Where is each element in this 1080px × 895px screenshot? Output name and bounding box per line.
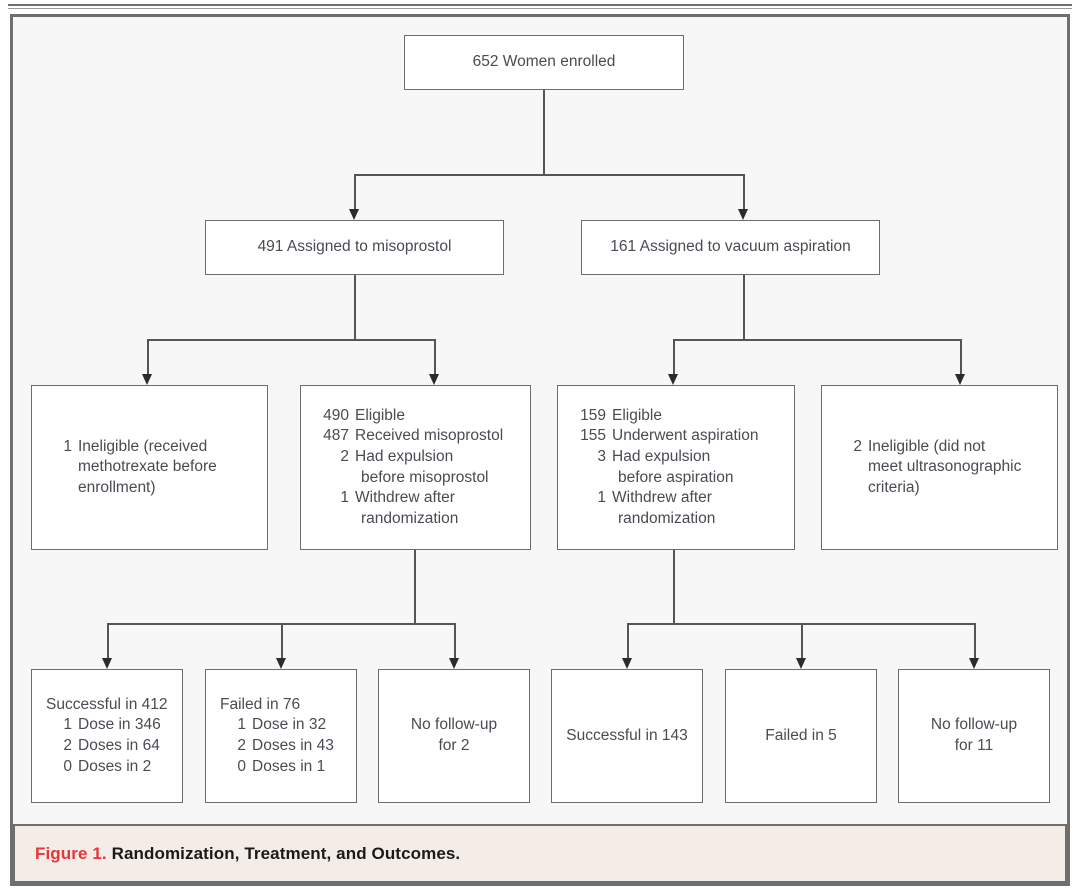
edge-level1-bus bbox=[354, 174, 744, 176]
asp-ineligible-line2: meet ultrasonographic bbox=[868, 458, 1022, 476]
node-enrolled: 652 Women enrolled bbox=[404, 35, 684, 90]
edge-to-asp-success bbox=[627, 623, 629, 660]
arrowhead-to-asp-nofollowup bbox=[969, 658, 979, 669]
node-arm-misoprostol: 491 Assigned to misoprostol bbox=[205, 220, 504, 275]
node-asp-success: Successful in 143 bbox=[551, 669, 703, 803]
figure-caption-bar: Figure 1. Randomization, Treatment, and … bbox=[13, 824, 1067, 883]
arrowhead-to-misoprostol bbox=[349, 209, 359, 220]
flowchart-canvas: 652 Women enrolled 491 Assigned to misop… bbox=[13, 17, 1067, 822]
miso-nofollowup-line1: No follow-up bbox=[410, 716, 498, 734]
figure-caption-text: Figure 1. Randomization, Treatment, and … bbox=[15, 844, 460, 864]
edge-to-misoprostol bbox=[354, 174, 356, 211]
edge-to-asp-failed bbox=[801, 623, 803, 660]
edge-to-miso-eligible bbox=[434, 339, 436, 376]
edge-misoprostol-stem bbox=[354, 275, 356, 340]
miso-eligible-row4-cont: randomization bbox=[361, 509, 459, 527]
node-asp-failed: Failed in 5 bbox=[725, 669, 877, 803]
figure-caption-title: Randomization, Treatment, and Outcomes. bbox=[111, 843, 461, 863]
asp-success-label: Successful in 143 bbox=[566, 726, 688, 744]
edge-to-miso-failed bbox=[281, 623, 283, 660]
node-enrolled-label: 652 Women enrolled bbox=[472, 53, 616, 71]
arrowhead-to-miso-ineligible bbox=[142, 374, 152, 385]
edge-to-miso-ineligible bbox=[147, 339, 149, 376]
edge-to-miso-success bbox=[107, 623, 109, 660]
arrowhead-to-aspiration bbox=[738, 209, 748, 220]
edge-miso-eligible-stem bbox=[414, 550, 416, 624]
asp-eligible-row3-cont: before aspiration bbox=[618, 468, 734, 486]
edge-asp-eligible-stem bbox=[673, 550, 675, 624]
arrowhead-to-miso-eligible bbox=[429, 374, 439, 385]
arrowhead-to-asp-ineligible bbox=[955, 374, 965, 385]
miso-failed-head: Failed in 76 bbox=[220, 695, 301, 713]
asp-failed-label: Failed in 5 bbox=[765, 726, 837, 744]
node-arm-aspiration: 161 Assigned to vacuum aspiration bbox=[581, 220, 880, 275]
arrowhead-to-miso-success bbox=[102, 658, 112, 669]
asp-ineligible-line3: criteria) bbox=[868, 478, 920, 496]
node-arm-aspiration-label: 161 Assigned to vacuum aspiration bbox=[610, 238, 851, 256]
top-rule-thin bbox=[8, 8, 1072, 9]
edge-aspiration-stem bbox=[743, 275, 745, 340]
miso-ineligible-line2: methotrexate before bbox=[78, 458, 217, 476]
arrowhead-to-asp-success bbox=[622, 658, 632, 669]
asp-eligible-row4-cont: randomization bbox=[618, 509, 716, 527]
edge-to-miso-nofollowup bbox=[454, 623, 456, 660]
miso-nofollowup-line2: for 2 bbox=[438, 737, 470, 754]
top-rule-thick bbox=[8, 4, 1072, 6]
node-arm-misoprostol-label: 491 Assigned to misoprostol bbox=[257, 238, 452, 256]
miso-success-head: Successful in 412 bbox=[46, 695, 168, 713]
edge-to-asp-eligible bbox=[673, 339, 675, 376]
asp-nofollowup-line1: No follow-up bbox=[930, 716, 1018, 734]
node-miso-nofollowup: No follow-up for 2 bbox=[378, 669, 530, 803]
edge-enrolled-stem bbox=[543, 90, 545, 175]
miso-ineligible-line3: enrollment) bbox=[78, 478, 156, 496]
edge-aspiration-bus bbox=[673, 339, 961, 341]
edge-to-aspiration bbox=[743, 174, 745, 211]
asp-nofollowup-line2: for 11 bbox=[954, 737, 994, 754]
figure-number-label: Figure 1. bbox=[35, 843, 107, 863]
miso-eligible-row3-cont: before misoprostol bbox=[361, 468, 489, 486]
arrowhead-to-miso-nofollowup bbox=[449, 658, 459, 669]
arrowhead-to-asp-failed bbox=[796, 658, 806, 669]
edge-to-asp-nofollowup bbox=[974, 623, 976, 660]
edge-misoprostol-bus bbox=[147, 339, 435, 341]
node-asp-nofollowup: No follow-up for 11 bbox=[898, 669, 1050, 803]
arrowhead-to-asp-eligible bbox=[668, 374, 678, 385]
arrowhead-to-miso-failed bbox=[276, 658, 286, 669]
edge-to-asp-ineligible bbox=[960, 339, 962, 376]
